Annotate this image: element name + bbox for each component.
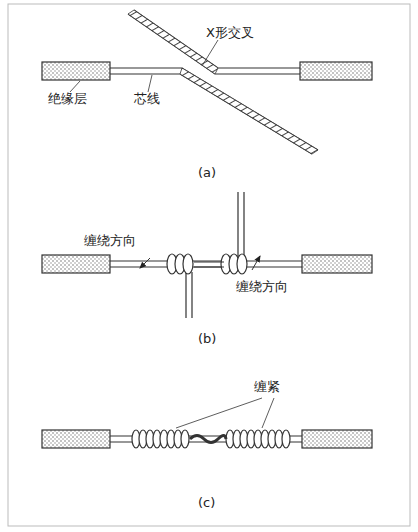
- frame: [8, 4, 410, 526]
- callout-label: X形交叉: [206, 26, 254, 40]
- panel-a: [42, 10, 372, 154]
- callout-label: 缠紧: [254, 380, 280, 394]
- direction-label: 缠绕方向: [84, 234, 136, 248]
- panel-b: [42, 192, 372, 318]
- part-label: 绝缘层: [48, 92, 87, 106]
- panel-c: [42, 398, 372, 448]
- direction-label: 缠绕方向: [236, 280, 288, 294]
- panel-label: (b): [198, 332, 216, 346]
- panel-label: (a): [198, 166, 216, 180]
- panel-label: (c): [198, 496, 215, 510]
- part-label: 芯线: [134, 92, 160, 106]
